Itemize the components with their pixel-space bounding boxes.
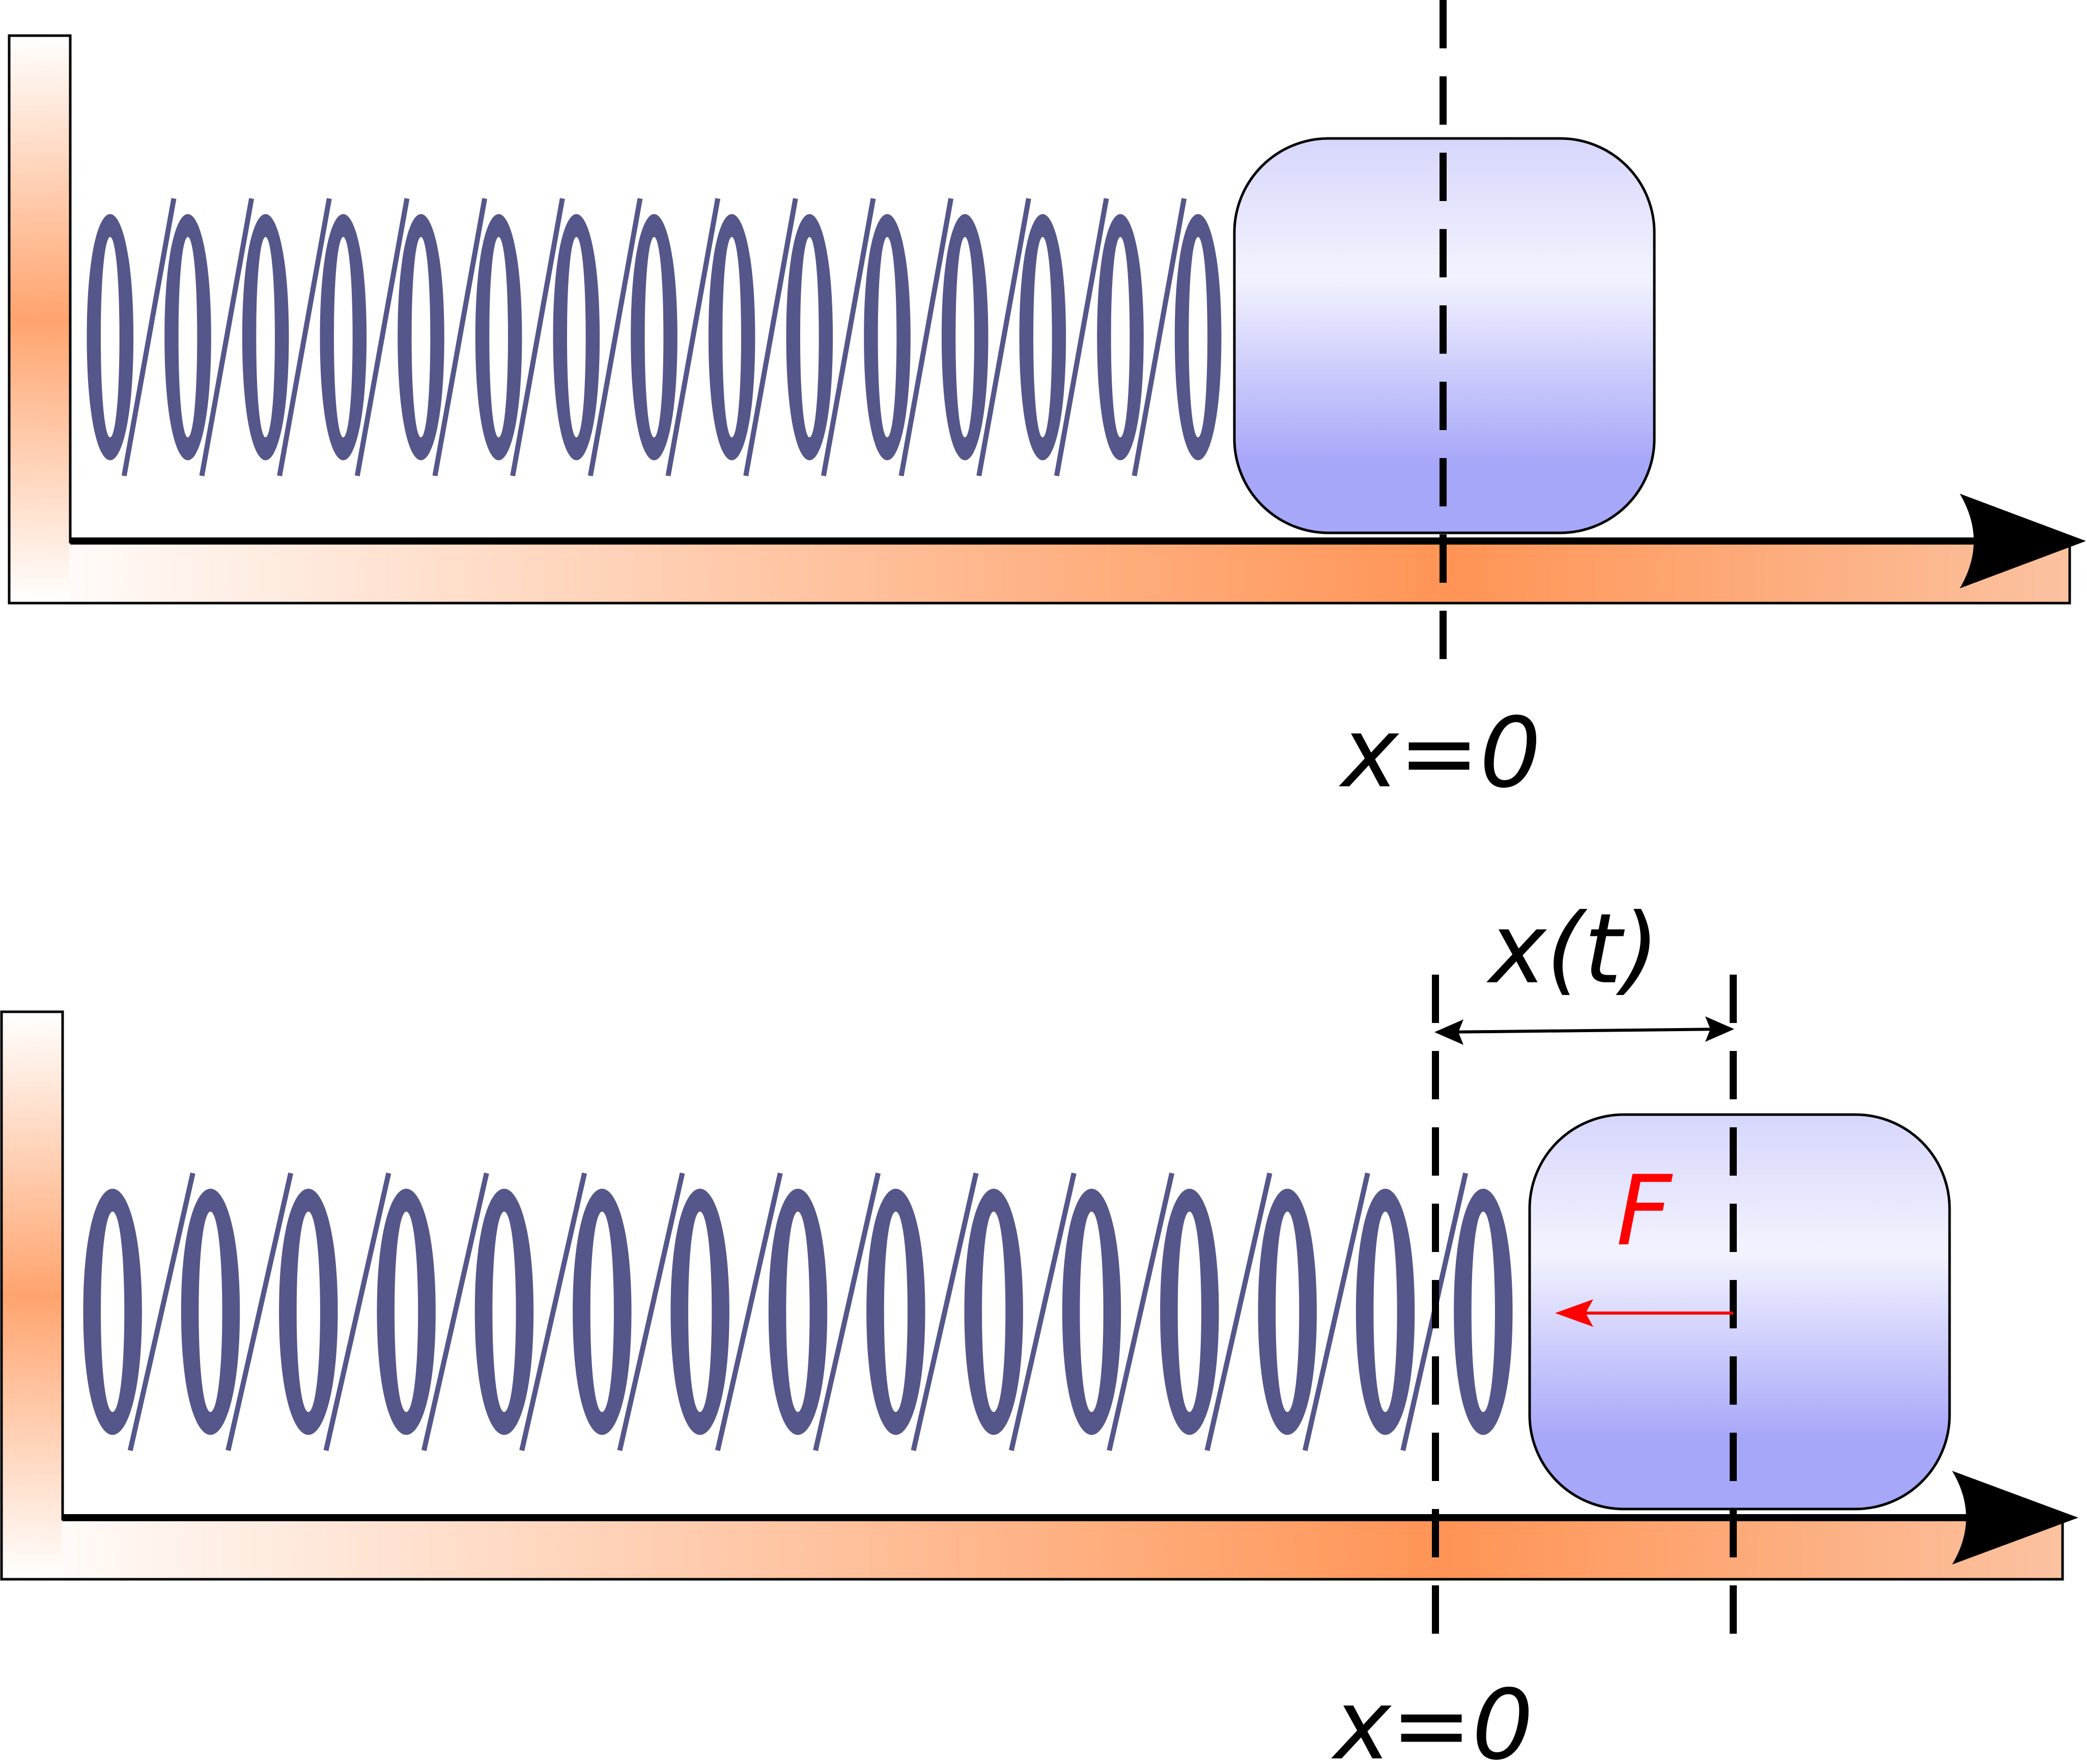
displacement-arrow xyxy=(1443,1028,1726,1034)
top-x-axis-arrowhead xyxy=(1960,494,2086,588)
spring-link xyxy=(813,1172,881,1452)
spring-link xyxy=(323,1172,391,1452)
bottom-origin-label: x=0 xyxy=(1331,1669,1534,1764)
spring-link xyxy=(1107,1172,1175,1452)
displacement-label: x(t) xyxy=(1486,893,1659,1005)
spring-link xyxy=(665,198,721,476)
spring-coil xyxy=(866,1188,925,1435)
top-panel: x=0 xyxy=(8,0,2086,809)
top-origin-label: x=0 xyxy=(1339,697,1541,809)
spring-link xyxy=(127,1172,195,1452)
spring-link xyxy=(277,198,332,476)
spring-coil xyxy=(964,1188,1023,1435)
spring-coil xyxy=(164,214,211,461)
bottom-wall xyxy=(3,1013,62,1578)
spring-coil xyxy=(553,214,600,461)
spring-coil xyxy=(1019,214,1066,461)
spring-link xyxy=(976,198,1031,476)
spring-link xyxy=(743,198,798,476)
top-wall-and-floor xyxy=(8,34,2071,605)
spring-coil xyxy=(786,214,833,461)
spring-coil xyxy=(1454,1188,1513,1435)
spring-link xyxy=(898,198,954,476)
spring-coil xyxy=(670,1188,729,1435)
spring-link xyxy=(354,198,410,476)
spring-link xyxy=(1008,1172,1077,1452)
displacement-arrow-left-head xyxy=(1434,1019,1463,1045)
spring-coil xyxy=(573,1188,632,1435)
spring-coil xyxy=(83,1188,142,1435)
spring-coil xyxy=(941,214,989,461)
spring-coil xyxy=(1258,1188,1317,1435)
spring-link xyxy=(510,198,565,476)
top-spring xyxy=(87,198,1222,476)
spring-coil xyxy=(242,214,289,461)
spring-coil xyxy=(320,214,367,461)
spring-coil xyxy=(1097,214,1144,461)
spring-coil xyxy=(768,1188,828,1435)
force-label: F xyxy=(1616,1155,1673,1267)
spring-coil xyxy=(398,214,444,461)
spring-coil xyxy=(1160,1188,1219,1435)
spring-coil xyxy=(475,214,522,461)
top-wall-outline xyxy=(8,34,2071,605)
spring-link xyxy=(821,198,876,476)
spring-link xyxy=(617,1172,685,1452)
bottom-x-axis-arrowhead xyxy=(1952,1471,2078,1564)
spring-link xyxy=(911,1172,979,1452)
displacement-arrow-right-head xyxy=(1705,1016,1734,1042)
bottom-spring xyxy=(83,1172,1513,1452)
spring-coil xyxy=(279,1188,338,1435)
spring-link xyxy=(199,198,255,476)
spring-link xyxy=(1054,198,1109,476)
bottom-mass-block xyxy=(1528,1113,1951,1511)
spring-coil xyxy=(708,214,755,461)
spring-link xyxy=(1302,1172,1370,1452)
spring-coil xyxy=(1062,1188,1121,1435)
top-wall xyxy=(10,37,69,602)
spring-coil xyxy=(474,1188,534,1435)
spring-coil xyxy=(377,1188,436,1435)
spring-link xyxy=(715,1172,783,1452)
spring-coil xyxy=(1356,1188,1415,1435)
force-arrow-head xyxy=(1555,1299,1593,1327)
spring-coil xyxy=(87,214,134,461)
spring-link xyxy=(121,198,177,476)
spring-link xyxy=(587,198,643,476)
spring-coil xyxy=(864,214,911,461)
spring-link xyxy=(432,198,488,476)
bottom-panel: x(t) F x=0 xyxy=(0,893,2078,1764)
spring-coil xyxy=(181,1188,240,1435)
spring-link xyxy=(1132,198,1187,476)
spring-coil xyxy=(631,214,678,461)
spring-link xyxy=(1204,1172,1273,1452)
spring-link xyxy=(519,1172,587,1452)
spring-link xyxy=(225,1172,294,1452)
spring-coil xyxy=(1174,214,1222,461)
spring-link xyxy=(421,1172,489,1452)
